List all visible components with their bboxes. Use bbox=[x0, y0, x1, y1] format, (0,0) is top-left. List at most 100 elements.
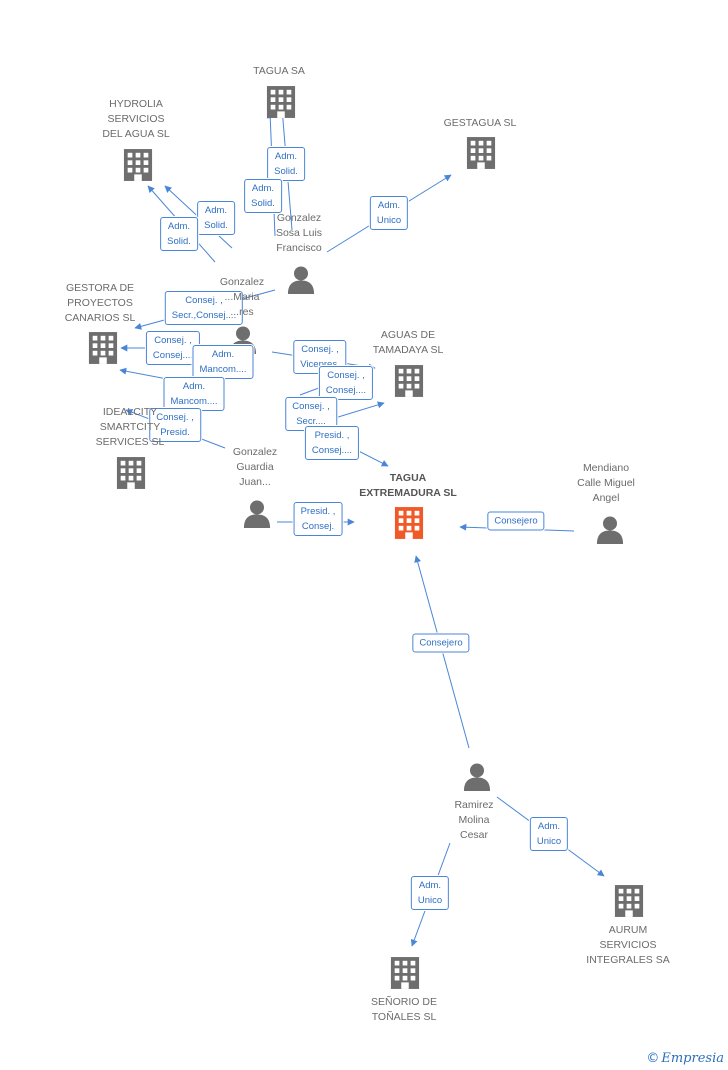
relation-label-line: Consej. , bbox=[327, 370, 365, 381]
node-label-line: Gonzalez bbox=[276, 212, 322, 224]
relation-label-line: Solid. bbox=[167, 236, 191, 247]
node-label-line: Gonzalez bbox=[219, 276, 265, 288]
relation-label-line: Consejero bbox=[494, 515, 538, 527]
relation-label-line: Adm. bbox=[251, 183, 275, 194]
node-label-line: Francisco bbox=[276, 242, 322, 254]
relation-label[interactable]: Consej. ,Presid. bbox=[149, 408, 201, 442]
person-icon[interactable] bbox=[243, 500, 271, 528]
relation-label[interactable]: Presid. ,Consej.... bbox=[304, 426, 360, 460]
node-label-line: SMARTCITY bbox=[99, 421, 161, 433]
relation-label-line: Adm. bbox=[211, 349, 235, 360]
company-name[interactable]: IDEALCITY SMARTCITY SERVICES SL bbox=[96, 405, 165, 450]
node-label-line: TAGUA bbox=[389, 472, 427, 484]
company-building-icon[interactable] bbox=[394, 365, 424, 397]
company-building-icon[interactable] bbox=[466, 137, 496, 169]
relation-label-line: Adm. bbox=[377, 200, 401, 211]
relation-label-line: Mancom.... bbox=[199, 364, 247, 375]
company-building-icon[interactable] bbox=[116, 457, 146, 489]
relation-label-line: Adm. bbox=[418, 880, 442, 891]
relation-label[interactable]: Adm. Unico bbox=[529, 817, 569, 851]
company-name[interactable]: GESTAGUA SL bbox=[444, 116, 517, 131]
brand-name: Empresia bbox=[661, 1051, 724, 1066]
person-icon[interactable] bbox=[287, 266, 315, 294]
node-label-line: Angel bbox=[592, 492, 620, 504]
node-label-line: SERVICES SL bbox=[95, 436, 165, 448]
relation-label[interactable]: Consej. , Consej.... bbox=[145, 331, 201, 365]
node-label-line: PROYECTOS bbox=[67, 297, 133, 309]
company-building-icon[interactable] bbox=[614, 885, 644, 917]
company-building-icon[interactable] bbox=[394, 507, 424, 539]
node-label-line: AGUAS DE bbox=[380, 329, 436, 341]
company-name[interactable]: AGUAS DE TAMADAYA SL bbox=[373, 328, 444, 358]
relation-label-line: Presid. bbox=[160, 427, 190, 438]
node-label-line: Calle Miguel bbox=[577, 477, 635, 489]
company-name[interactable]: TAGUA SA bbox=[253, 64, 305, 79]
person-icon[interactable] bbox=[596, 516, 624, 544]
relation-label-line: Adm. bbox=[274, 151, 298, 162]
relation-label[interactable]: Adm.Unico bbox=[410, 876, 450, 910]
relation-label-line: Mancom.... bbox=[170, 396, 218, 407]
node-label-line: Ramirez bbox=[454, 799, 494, 811]
relation-label-line: Adm. bbox=[182, 381, 206, 392]
node-label-line: SEÑORIO DE bbox=[371, 996, 437, 1008]
node-label-line: INTEGRALES SA bbox=[586, 954, 670, 966]
company-building-icon[interactable] bbox=[266, 86, 296, 118]
relation-label[interactable]: Adm. Mancom.... bbox=[163, 377, 225, 411]
relation-label-line: Consej.... bbox=[152, 350, 194, 361]
relation-label[interactable]: Adm. Mancom.... bbox=[192, 345, 254, 379]
relation-label[interactable]: Adm. Solid. bbox=[197, 201, 235, 235]
company-name[interactable]: TAGUA EXTREMADURA SL bbox=[359, 471, 457, 501]
node-label-line: ...res bbox=[230, 306, 254, 318]
node-label-line: TAGUA SA bbox=[253, 65, 305, 77]
relation-label[interactable]: Presid. ,Consej. bbox=[293, 502, 343, 536]
relation-label[interactable]: Adm.Solid. bbox=[244, 179, 282, 213]
relation-label[interactable]: Adm. Unico bbox=[369, 196, 409, 230]
node-label-line: SERVICIOS bbox=[599, 939, 657, 951]
relation-label[interactable]: Adm. Solid. bbox=[267, 147, 305, 181]
relation-label-line: Unico bbox=[376, 215, 402, 226]
relation-label-line: Consej.... bbox=[325, 385, 367, 396]
relation-label[interactable]: Consej. , Consej.... bbox=[318, 366, 374, 400]
relation-label-line: Adm. bbox=[537, 821, 561, 832]
relation-label-line: Presid. , bbox=[300, 506, 336, 517]
company-name[interactable]: SEÑORIO DE TOÑALES SL bbox=[371, 995, 437, 1025]
relation-label-line: Unico bbox=[536, 836, 562, 847]
company-building-icon[interactable] bbox=[123, 149, 153, 181]
node-label-line: TOÑALES SL bbox=[371, 1011, 437, 1023]
relation-label-line: Solid. bbox=[204, 220, 228, 231]
person-icon[interactable] bbox=[463, 763, 491, 791]
node-label-line: GESTAGUA SL bbox=[443, 117, 517, 129]
relation-label[interactable]: Consejero bbox=[412, 633, 470, 653]
node-label-line: CANARIOS SL bbox=[64, 312, 136, 324]
relation-label[interactable]: Consej. , Secr.,Consej.... bbox=[164, 291, 244, 325]
relation-label[interactable]: Adm.Solid. bbox=[160, 217, 198, 251]
company-building-icon[interactable] bbox=[390, 957, 420, 989]
relation-label-line: Secr.,Consej.... bbox=[171, 310, 237, 321]
node-label-line: SERVICIOS bbox=[107, 113, 165, 125]
relation-label-line: Consej. , bbox=[185, 295, 223, 306]
node-label-line: IDEALCITY bbox=[102, 406, 158, 418]
relation-label[interactable]: Consej. ,Secr.... bbox=[285, 397, 337, 431]
relation-label[interactable]: Consejero bbox=[487, 511, 545, 531]
node-label-line: EXTREMADURA SL bbox=[359, 487, 457, 499]
relation-label-line: Vicepres. bbox=[300, 359, 340, 370]
node-label-line: Mendiano bbox=[582, 462, 630, 474]
company-building-icon[interactable] bbox=[88, 332, 118, 364]
relation-label-line: Adm. bbox=[204, 205, 228, 216]
node-label-line: TAMADAYA SL bbox=[372, 344, 444, 356]
relation-label-line: Consej. , bbox=[292, 401, 330, 412]
brand-watermark[interactable]: ©Empresia bbox=[646, 1051, 724, 1066]
person-name[interactable]: Gonzalez ...Maria ...res bbox=[220, 275, 264, 320]
node-label-line: ...Maria bbox=[224, 291, 260, 303]
copyright-icon: © bbox=[646, 1051, 660, 1066]
relation-label-line: Consej. , bbox=[154, 335, 192, 346]
relation-label-line: Solid. bbox=[274, 166, 298, 177]
